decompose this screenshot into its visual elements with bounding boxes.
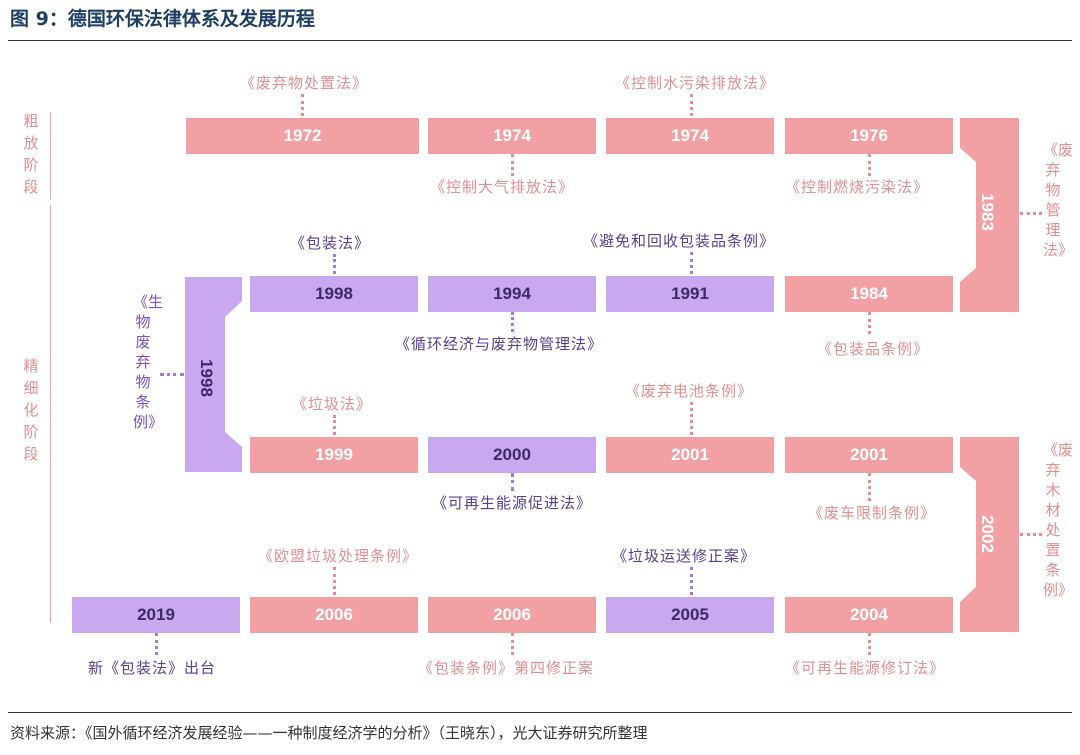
law-label: 《垃圾运送修正案》 bbox=[612, 547, 757, 565]
connector bbox=[301, 94, 304, 116]
year-box: 2000 bbox=[428, 437, 596, 473]
connector bbox=[868, 473, 871, 501]
year-box: 2006 bbox=[250, 597, 418, 633]
law-label: 《废车限制条例》 bbox=[808, 504, 937, 522]
stage-rough-label: 粗放阶段 bbox=[23, 112, 39, 196]
turn-arrow-1983 bbox=[960, 118, 1019, 312]
connector bbox=[511, 473, 514, 491]
connector bbox=[690, 252, 693, 274]
connector bbox=[868, 154, 871, 176]
source-note: 资料来源：《国外循环经济发展经验——一种制度经济学的分析》（王晓东），光大证券研… bbox=[10, 724, 648, 742]
connector bbox=[690, 94, 693, 116]
law-label: 《循环经济与废弃物管理法》 bbox=[395, 335, 604, 353]
connector bbox=[511, 312, 514, 332]
law-label: 《可再生能源促进法》 bbox=[432, 494, 593, 512]
connector bbox=[333, 254, 336, 274]
law-label-vertical: 《废弃木材处置条例》 bbox=[1043, 441, 1074, 599]
law-label: 《废弃物处置法》 bbox=[240, 74, 369, 92]
year-label-vertical: 1983 bbox=[977, 193, 997, 231]
law-label-vertical: 《废弃物管理法》 bbox=[1043, 141, 1074, 259]
law-label: 《控制大气排放法》 bbox=[430, 178, 575, 196]
law-label: 《包装条例》第四修正案 bbox=[418, 659, 595, 677]
year-box: 1994 bbox=[428, 276, 596, 312]
connector bbox=[511, 633, 514, 655]
law-label: 《包装法》 bbox=[290, 234, 371, 252]
law-label: 《控制水污染排放法》 bbox=[615, 74, 776, 92]
law-label: 《欧盟垃圾处理条例》 bbox=[258, 547, 419, 565]
law-label: 《废弃电池条例》 bbox=[625, 382, 754, 400]
year-box: 2005 bbox=[606, 597, 774, 633]
law-label-vertical: 《生物废弃物条例》 bbox=[133, 293, 164, 431]
year-box: 2019 bbox=[72, 597, 240, 633]
figure-title: 图 9：德国环保法律体系及发展历程 bbox=[10, 8, 315, 30]
law-label: 《可再生能源修订法》 bbox=[785, 659, 946, 677]
year-box: 1976 bbox=[785, 118, 953, 154]
year-box: 1991 bbox=[606, 276, 774, 312]
turn-arrow-1998 bbox=[185, 277, 242, 472]
connector bbox=[868, 312, 871, 334]
year-box: 2004 bbox=[785, 597, 953, 633]
connector bbox=[511, 154, 514, 176]
law-label: 《垃圾法》 bbox=[292, 395, 373, 413]
connector bbox=[868, 633, 871, 655]
year-box: 1999 bbox=[250, 437, 418, 473]
connector bbox=[690, 567, 693, 595]
year-label-vertical: 1998 bbox=[196, 359, 216, 397]
year-box: 2001 bbox=[785, 437, 953, 473]
year-box: 1974 bbox=[606, 118, 774, 154]
year-box: 1998 bbox=[250, 276, 418, 312]
year-box: 2006 bbox=[428, 597, 596, 633]
stage-bracket-rough bbox=[50, 112, 51, 200]
year-box: 2001 bbox=[606, 437, 774, 473]
year-box: 1974 bbox=[428, 118, 596, 154]
connector bbox=[1020, 533, 1042, 536]
stage-bracket-fine bbox=[50, 205, 51, 623]
law-label: 《避免和回收包装品条例》 bbox=[583, 232, 776, 250]
connector bbox=[690, 402, 693, 435]
year-label-vertical: 2002 bbox=[977, 515, 997, 553]
law-label: 《包装品条例》 bbox=[817, 340, 930, 358]
turn-arrow-2002 bbox=[960, 437, 1019, 632]
year-box: 1972 bbox=[186, 118, 419, 154]
law-label: 《控制燃烧污染法》 bbox=[785, 178, 930, 196]
title-rule bbox=[8, 40, 1072, 41]
connector bbox=[155, 633, 158, 655]
connector bbox=[333, 415, 336, 435]
law-label: 新《包装法》出台 bbox=[88, 659, 217, 677]
year-box: 1984 bbox=[785, 276, 953, 312]
connector bbox=[160, 373, 184, 376]
connector bbox=[1020, 212, 1042, 215]
stage-fine-label: 精细化阶段 bbox=[23, 357, 39, 463]
footer-rule bbox=[8, 712, 1072, 713]
connector bbox=[333, 567, 336, 595]
